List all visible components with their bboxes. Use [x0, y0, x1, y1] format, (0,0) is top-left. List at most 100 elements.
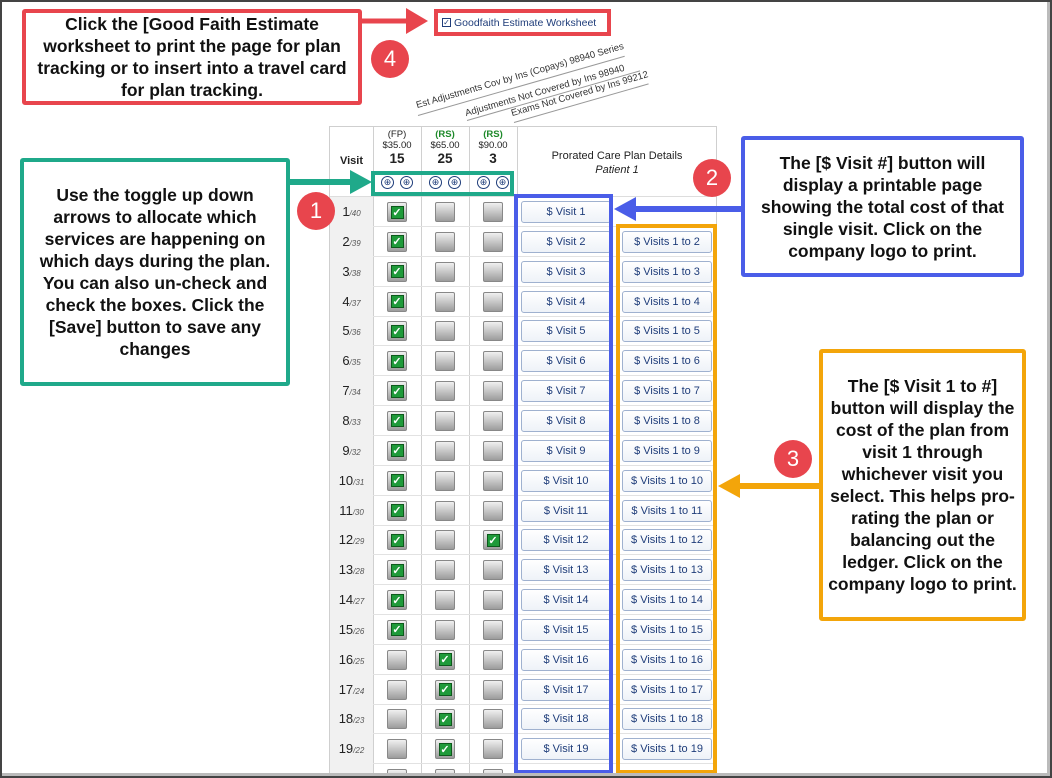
service-checkbox-checked[interactable]: ✓: [387, 530, 407, 551]
visit-cost-button[interactable]: $ Visit 3: [521, 260, 611, 283]
service-checkbox-checked[interactable]: ✓: [435, 769, 455, 777]
visit-range-cost-button[interactable]: $ Visits 1 to 5: [622, 320, 712, 343]
visit-cost-button[interactable]: $ Visit 19: [521, 738, 611, 761]
service-checkbox-checked[interactable]: ✓: [387, 590, 407, 611]
service-checkbox[interactable]: [435, 590, 455, 611]
visit-cost-button[interactable]: $ Visit 11: [521, 499, 611, 522]
service-checkbox[interactable]: [483, 590, 503, 611]
visit-cost-button[interactable]: $ Visit 1: [521, 201, 611, 223]
visit-range-cost-button[interactable]: $ Visits 1 to 12: [622, 529, 712, 552]
visit-range-cost-button[interactable]: $ Visits 1 to 11: [622, 499, 712, 522]
visit-range-cost-button[interactable]: $ Visits 1 to 8: [622, 409, 712, 432]
service-checkbox[interactable]: [483, 261, 503, 282]
service-checkbox[interactable]: [483, 619, 503, 640]
visit-range-cost-button[interactable]: $ Visits 1 to 10: [622, 469, 712, 492]
visit-range-cost-button[interactable]: $ Visits 1 to 15: [622, 618, 712, 641]
service-checkbox-checked[interactable]: ✓: [387, 291, 407, 312]
service-checkbox[interactable]: [483, 739, 503, 760]
service-checkbox[interactable]: [483, 679, 503, 700]
service-checkbox[interactable]: [483, 560, 503, 581]
goodfaith-estimate-worksheet-link[interactable]: ✓ Goodfaith Estimate Worksheet: [434, 9, 611, 36]
visit-range-cost-button[interactable]: $ Visits 1 to 14: [622, 589, 712, 612]
service-checkbox[interactable]: [435, 530, 455, 551]
visit-range-cost-button[interactable]: $ Visits 1 to 2: [622, 230, 712, 253]
service-checkbox[interactable]: [435, 410, 455, 431]
arrow-up-icon[interactable]: ⊕: [429, 176, 442, 189]
visit-range-cost-button[interactable]: $ Visits 1 to 3: [622, 260, 712, 283]
service-checkbox-checked[interactable]: ✓: [387, 560, 407, 581]
visit-cost-button[interactable]: $ Visit 18: [521, 708, 611, 731]
service-checkbox[interactable]: [483, 321, 503, 342]
visit-cost-button[interactable]: $ Visit 2: [521, 230, 611, 253]
visit-cost-button[interactable]: $ Visit 17: [521, 678, 611, 701]
service-checkbox[interactable]: [435, 231, 455, 252]
visit-cost-button[interactable]: $ Visit 14: [521, 589, 611, 612]
service-checkbox-checked[interactable]: ✓: [387, 440, 407, 461]
service-checkbox[interactable]: [435, 381, 455, 402]
visit-cost-button[interactable]: $ Visit 7: [521, 380, 611, 403]
service-checkbox[interactable]: [483, 381, 503, 402]
service-checkbox-checked[interactable]: ✓: [387, 410, 407, 431]
visit-range-cost-button[interactable]: $ Visits 1 to 18: [622, 708, 712, 731]
service-checkbox[interactable]: [483, 351, 503, 372]
service-checkbox-checked[interactable]: ✓: [387, 231, 407, 252]
service-checkbox[interactable]: [483, 231, 503, 252]
service-checkbox[interactable]: [483, 709, 503, 730]
service-checkbox-checked[interactable]: ✓: [483, 530, 503, 551]
visit-range-cost-button[interactable]: $ Visits 1 to 9: [622, 439, 712, 462]
service-checkbox[interactable]: [435, 321, 455, 342]
service-checkbox[interactable]: [435, 560, 455, 581]
visit-cost-button[interactable]: $ Visit 15: [521, 618, 611, 641]
service-checkbox-checked[interactable]: ✓: [387, 619, 407, 640]
service-checkbox[interactable]: [387, 649, 407, 670]
service-checkbox[interactable]: [483, 202, 503, 222]
service-checkbox[interactable]: [435, 351, 455, 372]
arrow-up-icon[interactable]: ⊕: [381, 176, 394, 189]
service-checkbox[interactable]: [483, 440, 503, 461]
visit-cost-button[interactable]: $ Visit 6: [521, 350, 611, 373]
visit-range-cost-button[interactable]: $ Visits 1 to 4: [622, 290, 712, 313]
service-checkbox[interactable]: [483, 410, 503, 431]
service-checkbox[interactable]: [435, 500, 455, 521]
visit-cost-button[interactable]: $ Visit 5: [521, 320, 611, 343]
service-checkbox-checked[interactable]: ✓: [387, 321, 407, 342]
arrow-down-icon[interactable]: ⊕: [496, 176, 509, 189]
service-checkbox[interactable]: [435, 470, 455, 491]
service-checkbox[interactable]: [483, 291, 503, 312]
visit-cost-button[interactable]: $ Visit 4: [521, 290, 611, 313]
service-checkbox[interactable]: [435, 619, 455, 640]
service-checkbox-checked[interactable]: ✓: [387, 381, 407, 402]
visit-range-cost-button[interactable]: $ Visits 1 to 19: [622, 738, 712, 761]
visit-cost-button[interactable]: $ Visit 13: [521, 559, 611, 582]
service-checkbox-checked[interactable]: ✓: [387, 202, 407, 222]
service-checkbox[interactable]: [483, 470, 503, 491]
visit-range-cost-button[interactable]: $ Visits 1 to 16: [622, 648, 712, 671]
service-checkbox-checked[interactable]: ✓: [387, 470, 407, 491]
service-checkbox[interactable]: [387, 709, 407, 730]
visit-range-cost-button[interactable]: $ Visits 1 to 7: [622, 380, 712, 403]
arrow-down-icon[interactable]: ⊕: [448, 176, 461, 189]
service-checkbox[interactable]: [483, 769, 503, 777]
service-checkbox[interactable]: [435, 291, 455, 312]
service-checkbox[interactable]: [435, 261, 455, 282]
service-checkbox[interactable]: [435, 202, 455, 222]
visit-range-cost-button[interactable]: $ Visits 1 to 6: [622, 350, 712, 373]
service-checkbox-checked[interactable]: ✓: [435, 649, 455, 670]
visit-cost-button[interactable]: $ Visit 10: [521, 469, 611, 492]
service-checkbox-checked[interactable]: ✓: [387, 351, 407, 372]
arrow-up-icon[interactable]: ⊕: [477, 176, 490, 189]
service-checkbox[interactable]: [483, 500, 503, 521]
service-checkbox[interactable]: [387, 679, 407, 700]
service-checkbox[interactable]: [435, 440, 455, 461]
visit-cost-button[interactable]: $ Visit 9: [521, 439, 611, 462]
service-checkbox-checked[interactable]: ✓: [435, 679, 455, 700]
service-checkbox[interactable]: [387, 769, 407, 777]
visit-range-cost-button[interactable]: $ Visits 1 to 13: [622, 559, 712, 582]
service-checkbox-checked[interactable]: ✓: [387, 261, 407, 282]
service-checkbox[interactable]: [387, 739, 407, 760]
arrow-down-icon[interactable]: ⊕: [400, 176, 413, 189]
visit-cost-button[interactable]: $ Visit 8: [521, 409, 611, 432]
service-checkbox[interactable]: [483, 649, 503, 670]
visit-range-cost-button[interactable]: $ Visits 1 to 17: [622, 678, 712, 701]
service-checkbox-checked[interactable]: ✓: [435, 739, 455, 760]
